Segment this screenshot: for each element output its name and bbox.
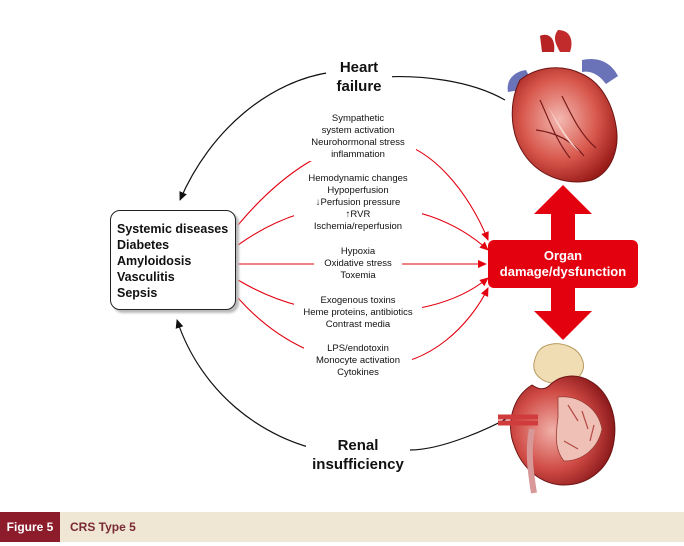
kidney-illustration [498, 343, 616, 494]
figure-caption-bar: Figure 5 CRS Type 5 [0, 512, 684, 542]
heart-failure-label: Heart failure [326, 58, 392, 96]
systemic-line-5: Sepsis [117, 286, 158, 300]
mechanism-group-2: Hemodynamic changes Hypoperfusion ↓Perfu… [294, 173, 422, 233]
organ-line-2: damage/dysfunction [499, 264, 627, 279]
connector-heart [382, 76, 506, 101]
heart-failure-line-2: failure [336, 78, 382, 95]
mechanism-2-line-5: Ischemia/reperfusion [313, 221, 403, 232]
mechanism-1-line-3: Neurohormonal stress [311, 137, 405, 148]
systemic-line-2: Diabetes [117, 238, 170, 252]
mechanism-group-1: Sympathetic system activation Neurohormo… [300, 113, 416, 161]
mechanism-group-5: LPS/endotoxin Monocyte activation Cytoki… [304, 343, 412, 379]
organ-damage-box: Organ damage/dysfunction [488, 240, 638, 288]
renal-line-1: Renal [337, 437, 379, 454]
arrow-heart-to-systemic [179, 71, 334, 201]
arrow-renal-to-systemic [175, 319, 331, 453]
mechanism-group-3: Hypoxia Oxidative stress Toxemia [314, 246, 402, 282]
systemic-line-3: Amyloidosis [117, 254, 192, 268]
mechanism-5-line-1: LPS/endotoxin [327, 343, 389, 354]
systemic-line-1: Systemic diseases [117, 222, 229, 236]
mechanism-group-4: Exogenous toxins Heme proteins, antibiot… [294, 295, 422, 331]
systemic-line-4: Vasculitis [117, 270, 175, 284]
mechanism-4-line-1: Exogenous toxins [320, 295, 396, 306]
organ-line-1: Organ [543, 248, 583, 263]
mechanism-4-line-3: Contrast media [325, 319, 391, 330]
diagram-graphics [175, 30, 618, 494]
mechanism-2-line-3: ↓Perfusion pressure [315, 197, 401, 208]
mechanism-3-line-3: Toxemia [340, 270, 376, 281]
mechanism-1-line-2: system activation [321, 125, 395, 136]
mechanism-1-line-4: inflammation [331, 149, 385, 160]
systemic-diseases-box: Systemic diseases Diabetes Amyloidosis V… [110, 210, 236, 310]
figure-title: CRS Type 5 [70, 520, 136, 534]
double-arrow [534, 185, 592, 340]
diagram: Heart failure Renal insufficiency System… [110, 30, 638, 494]
mechanism-3-line-2: Oxidative stress [324, 258, 392, 269]
connector-kidney [409, 407, 526, 451]
heart-failure-line-1: Heart [339, 59, 379, 76]
mechanism-5-line-2: Monocyte activation [316, 355, 400, 366]
renal-insufficiency-label: Renal insufficiency [306, 436, 410, 474]
mechanism-5-line-3: Cytokines [337, 367, 379, 378]
mechanism-2-line-4: ↑RVR [345, 209, 371, 220]
mechanism-2-line-2: Hypoperfusion [327, 185, 389, 196]
figure-number: Figure 5 [0, 512, 60, 542]
renal-line-2: insufficiency [312, 456, 404, 473]
mechanism-2-line-1: Hemodynamic changes [308, 173, 408, 184]
mechanism-3-line-1: Hypoxia [340, 246, 376, 257]
heart-illustration [507, 30, 618, 183]
mechanism-1-line-1: Sympathetic [331, 113, 385, 124]
mechanism-4-line-2: Heme proteins, antibiotics [303, 307, 413, 318]
